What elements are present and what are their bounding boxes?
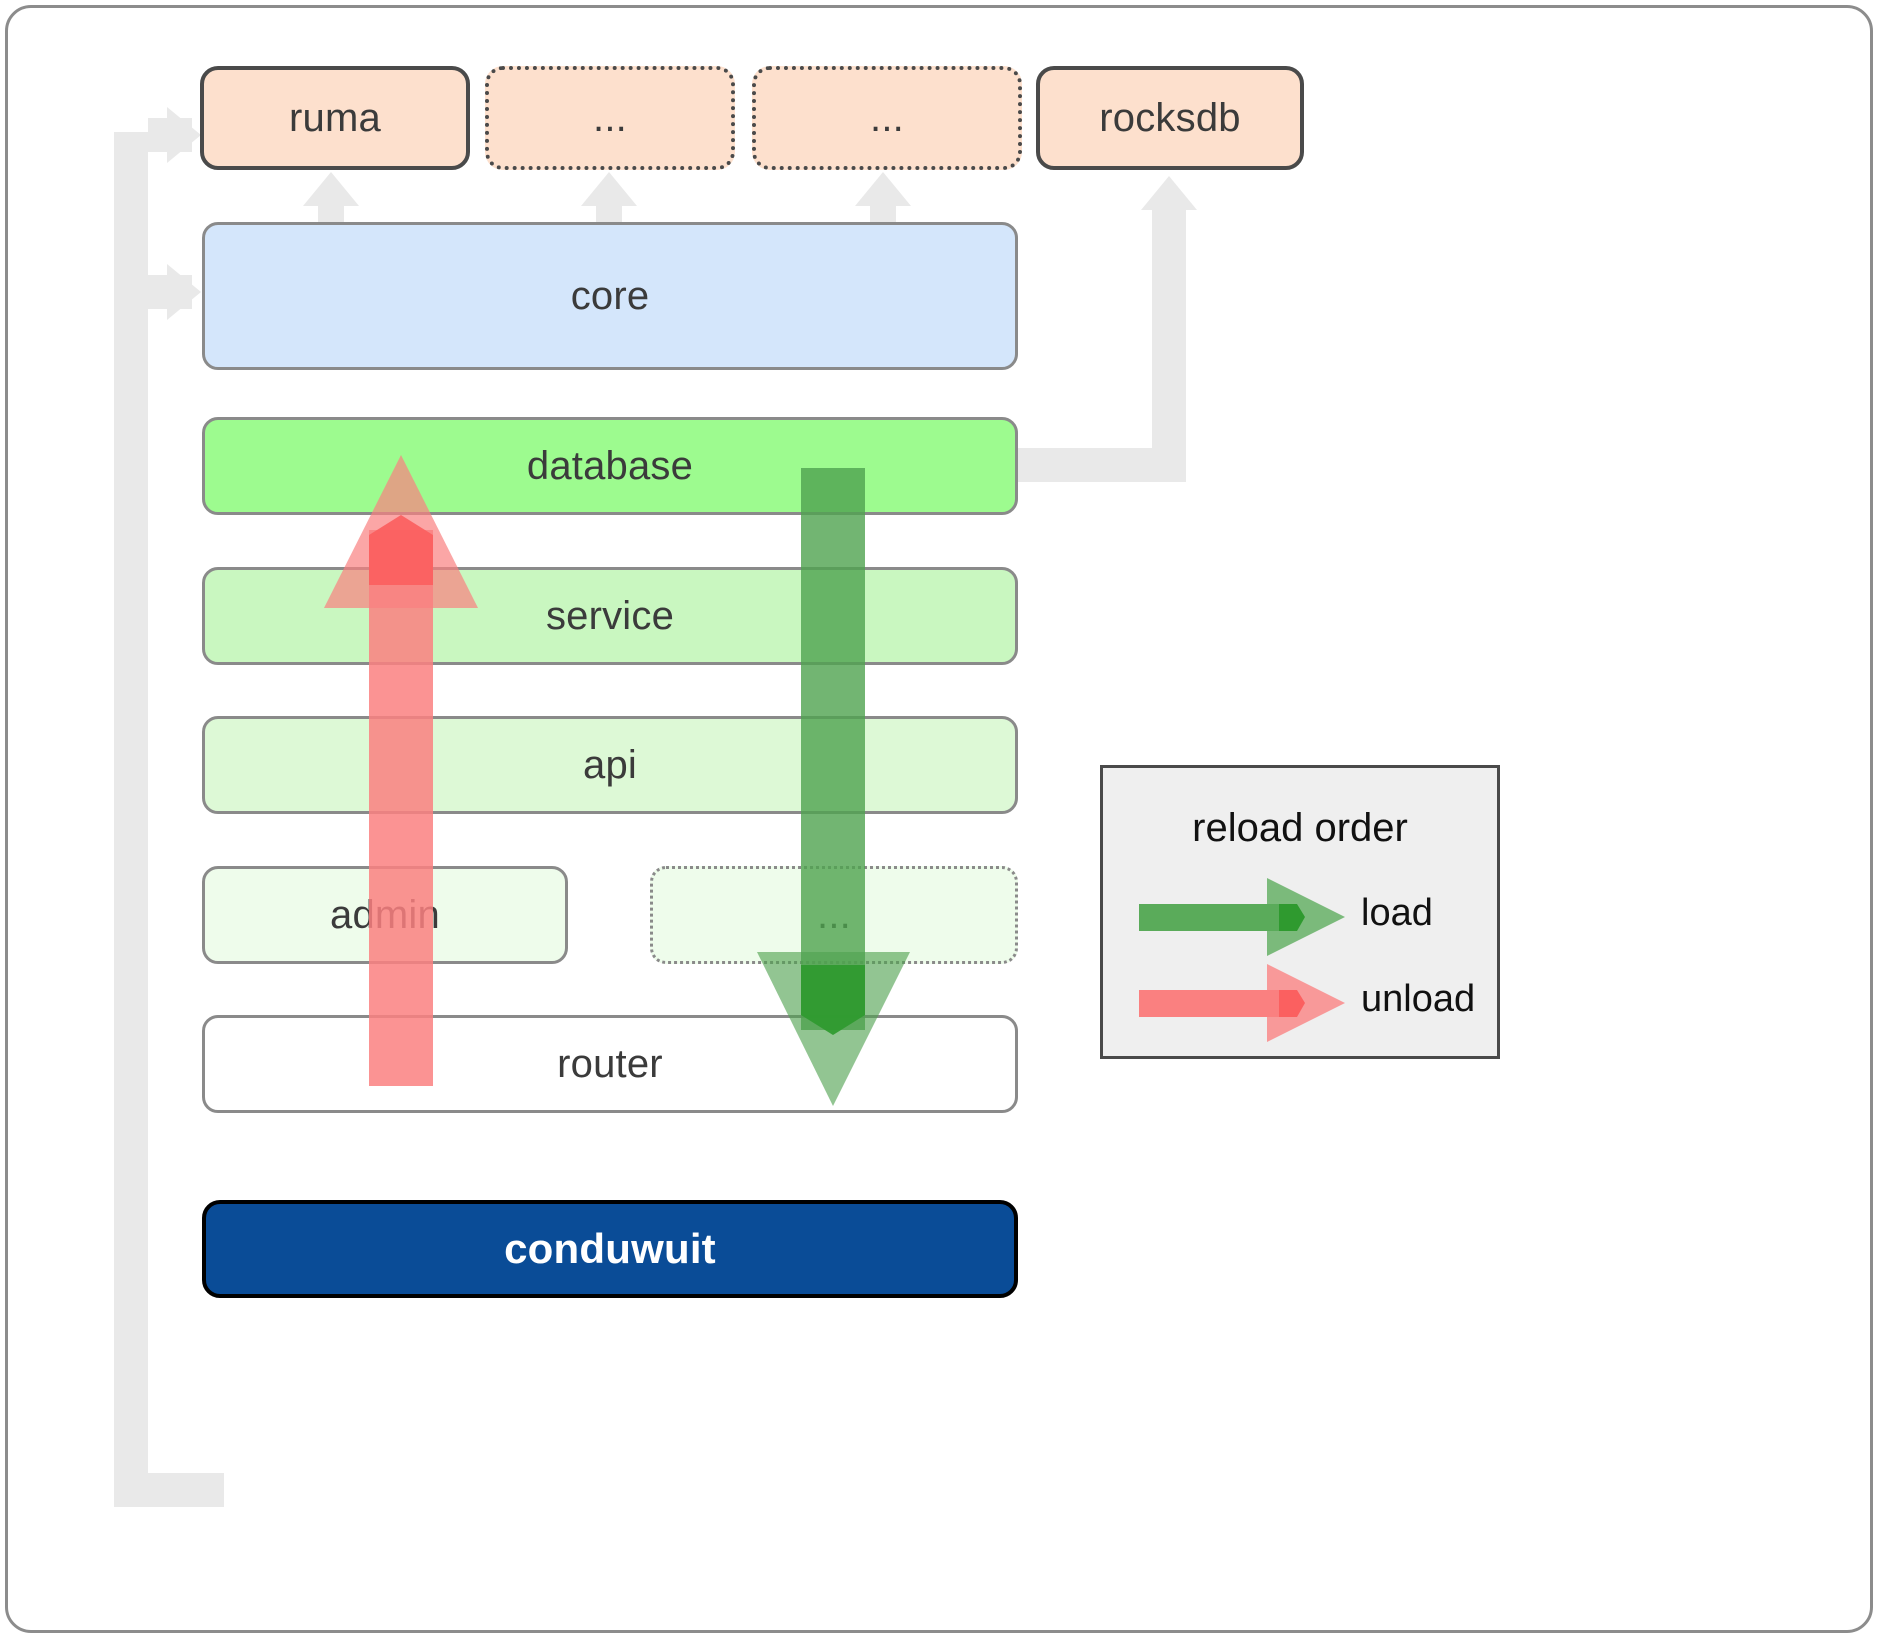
connector-core-to-ruma-head: [303, 172, 359, 206]
crate-label-placeholder-2: ...: [870, 95, 904, 140]
legend-arrow-unload: [1139, 964, 1345, 1042]
layer-label-router: router: [557, 1041, 663, 1086]
layer-box-placeholder[interactable]: ...: [650, 866, 1018, 964]
connector-arrow-rocksdb: [1141, 176, 1197, 210]
legend-panel: reload order load unload: [1100, 765, 1500, 1059]
crate-box-rocksdb[interactable]: rocksdb: [1036, 66, 1304, 170]
layer-label-core: core: [570, 273, 650, 318]
crate-box-placeholder-2[interactable]: ...: [752, 66, 1022, 170]
connector-core-to-dots1-head: [581, 172, 637, 206]
crate-label-placeholder-1: ...: [593, 95, 627, 140]
layer-box-core[interactable]: core: [202, 222, 1018, 370]
layer-label-service: service: [545, 593, 675, 638]
legend-arrow-load: [1139, 878, 1345, 956]
legend-label-unload: unload: [1361, 978, 1476, 1020]
layer-box-admin[interactable]: admin: [202, 866, 568, 964]
layer-box-router[interactable]: router: [202, 1015, 1018, 1113]
connector-database-to-rocksdb-h: [1018, 448, 1178, 482]
layer-box-database[interactable]: database: [202, 417, 1018, 515]
connector-arrow-ruma: [167, 107, 201, 163]
layer-label-placeholder: ...: [817, 892, 851, 937]
crate-label-rocksdb: rocksdb: [1099, 95, 1241, 140]
legend-title: reload order: [1192, 806, 1408, 850]
connector-trunk-vertical: [114, 132, 148, 1507]
layer-label-database: database: [526, 443, 694, 488]
root-box-conduwuit[interactable]: conduwuit: [202, 1200, 1018, 1298]
connector-trunk-to-root: [114, 1473, 224, 1507]
crate-box-ruma[interactable]: ruma: [200, 66, 470, 170]
layer-label-admin: admin: [330, 892, 440, 937]
layer-label-api: api: [583, 742, 637, 787]
legend-label-load: load: [1361, 892, 1433, 934]
root-label-conduwuit: conduwuit: [504, 1225, 716, 1272]
layer-box-api[interactable]: api: [202, 716, 1018, 814]
connector-arrow-core: [167, 264, 201, 320]
connector-core-to-dots2-head: [855, 172, 911, 206]
layer-box-service[interactable]: service: [202, 567, 1018, 665]
connector-database-to-rocksdb-v: [1152, 210, 1186, 482]
crate-box-placeholder-1[interactable]: ...: [485, 66, 735, 170]
crate-label-ruma: ruma: [289, 95, 381, 140]
